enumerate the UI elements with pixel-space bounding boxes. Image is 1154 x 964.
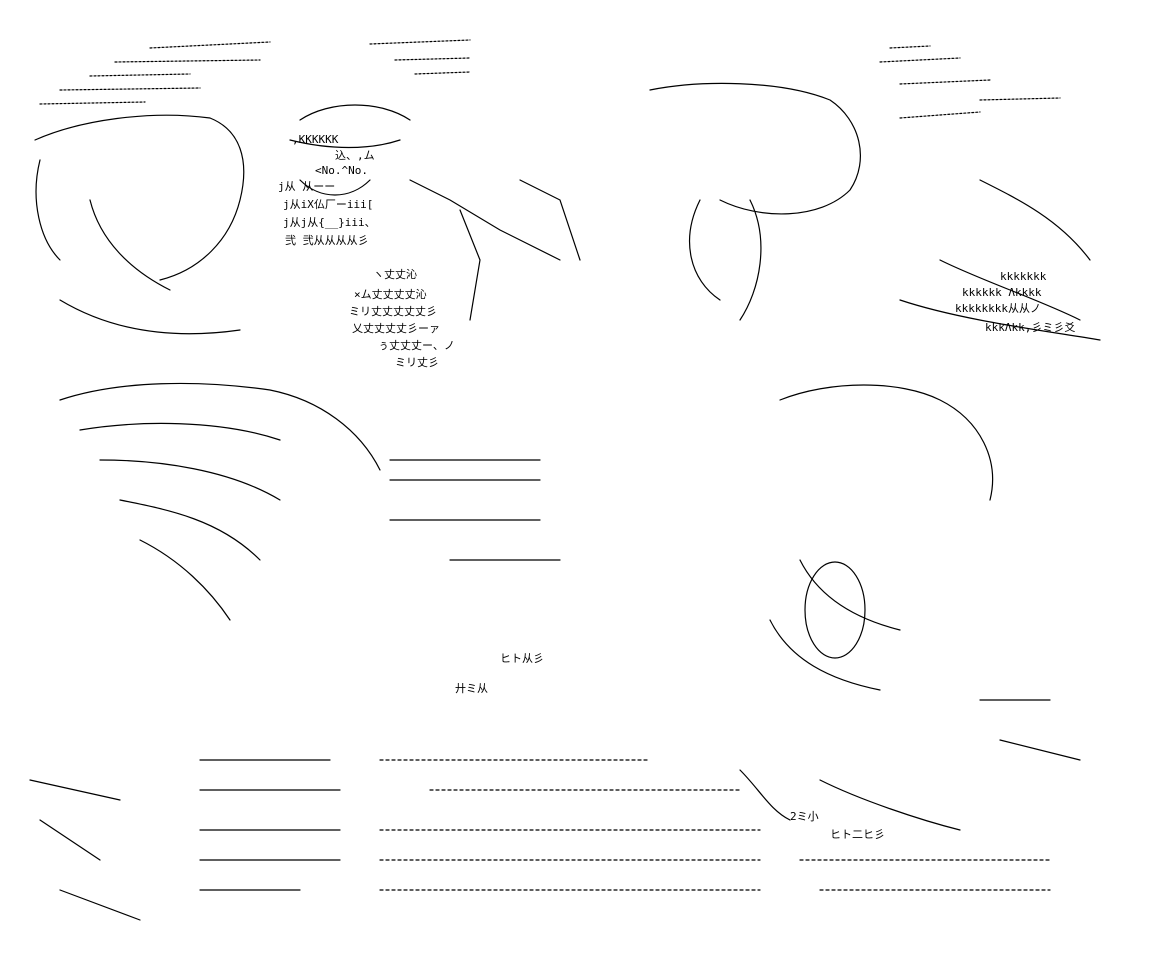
signature-text: ヒト从彡 bbox=[500, 652, 544, 665]
center-belt-outline bbox=[389, 459, 561, 561]
cloud-top-right bbox=[879, 45, 1061, 119]
ascii-fragments: ,KKKKKK 込、,ム <No.^No. j从 从ーー j从iX仏厂ーiii[… bbox=[278, 133, 1075, 841]
right-side-text: kkkkkkkk从从ノ bbox=[955, 302, 1041, 315]
hand-text: j从 从ーー bbox=[278, 180, 335, 193]
right-hair-outline bbox=[899, 179, 1101, 341]
bottom-text: ヒト二ヒ彡 bbox=[830, 828, 885, 841]
face-text: ぅ丈丈丈ー、ノ bbox=[378, 339, 455, 352]
name-text: 込、,ム bbox=[335, 149, 375, 162]
cloud-top-left bbox=[39, 39, 471, 105]
bottom-right-strokes bbox=[739, 699, 1081, 831]
face-text: ミリ丈彡 bbox=[395, 356, 439, 369]
hand-text: j从iX仏厂ーiii[ bbox=[283, 198, 373, 211]
right-figure-outline bbox=[649, 82, 861, 321]
face-text: 乂丈丈丈丈彡ーァ bbox=[352, 322, 440, 335]
lower-right-oval bbox=[804, 561, 866, 659]
right-side-text: kkkkkk Λkkkk bbox=[962, 286, 1042, 299]
number-text: <No.^No. bbox=[315, 164, 368, 177]
left-figure-outline bbox=[34, 114, 245, 335]
bottom-text: 2ミ小 bbox=[790, 810, 819, 823]
line-art-strokes bbox=[29, 39, 1101, 921]
hand-text: j从j从{__}iii、 bbox=[283, 216, 376, 229]
left-wing-outline bbox=[59, 382, 381, 621]
right-side-text: kkkkkkk bbox=[1000, 270, 1047, 283]
bottom-left-strokes bbox=[29, 759, 341, 921]
center-mask-outline bbox=[409, 179, 581, 321]
right-body-outline bbox=[769, 384, 994, 691]
face-text: ×ム丈丈丈丈沁 bbox=[354, 288, 427, 301]
center-head-outline bbox=[289, 104, 411, 196]
face-text: ミリ丈丈丈丈丈彡 bbox=[349, 305, 437, 318]
face-text: ヽ丈丈沁 bbox=[373, 268, 417, 281]
ground-strokes bbox=[379, 759, 1051, 891]
flag-text: ,KKKKKK bbox=[292, 133, 339, 146]
right-side-text: kkkΛkk,彡ミ彡爻 bbox=[985, 321, 1075, 334]
hand-text: 弐 弐从从从从彡 bbox=[285, 234, 369, 247]
signature-text: 廾ミ从 bbox=[455, 682, 488, 695]
